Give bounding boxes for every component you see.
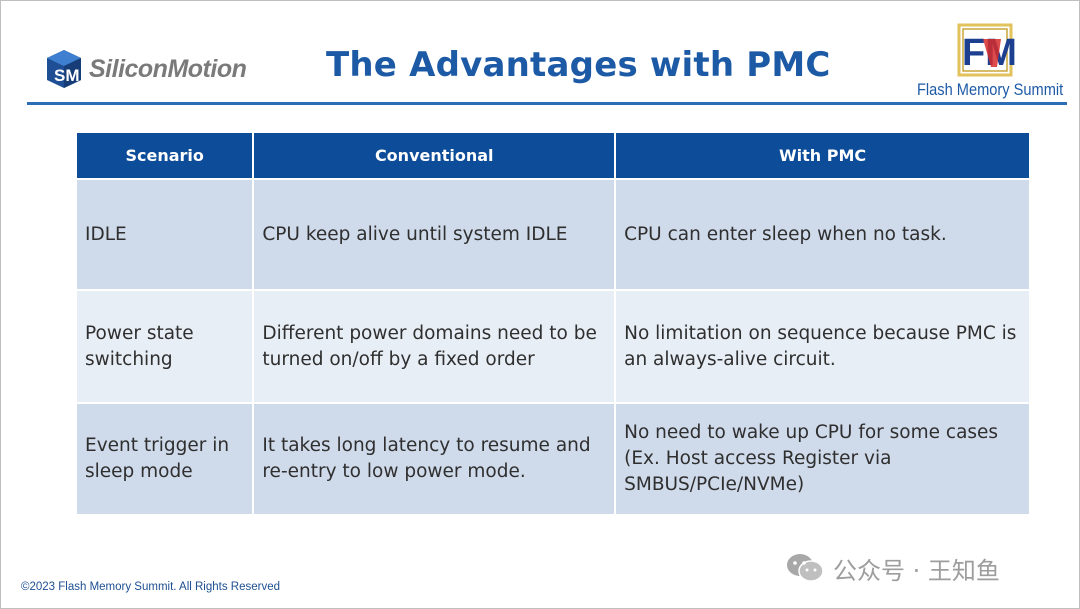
siliconmotion-logo: SM SiliconMotion <box>45 47 275 91</box>
watermark-text: 公众号 · 王知鱼 <box>833 556 1000 585</box>
cell-scenario: Event trigger in sleep mode <box>77 403 255 516</box>
cell-conventional: CPU keep alive until system IDLE <box>253 179 617 291</box>
cell-scenario: IDLE <box>77 179 255 291</box>
wechat-icon <box>787 554 824 582</box>
cell-with-pmc: No limitation on sequence because PMC is… <box>615 290 1029 404</box>
cell-conventional: Different power domains need to be turne… <box>253 290 617 404</box>
column-header-scenario: Scenario <box>77 133 255 180</box>
flash-memory-summit-logo: FM Flash Memory Summit <box>913 21 1069 103</box>
cell-scenario: Power state switching <box>77 290 255 404</box>
table-row: Event trigger in sleep mode It takes lon… <box>77 403 1029 516</box>
cell-with-pmc: No need to wake up CPU for some cases (E… <box>615 403 1029 516</box>
table-row: IDLE CPU keep alive until system IDLE CP… <box>77 179 1029 291</box>
comparison-table: Scenario Conventional With PMC IDLE CPU … <box>77 133 1029 516</box>
table-header-row: Scenario Conventional With PMC <box>77 133 1029 180</box>
cell-with-pmc: CPU can enter sleep when no task. <box>615 179 1029 291</box>
siliconmotion-logo-text: SiliconMotion <box>89 54 247 83</box>
table-row: Power state switching Different power do… <box>77 290 1029 404</box>
page-title: The Advantages with PMC <box>326 45 831 85</box>
column-header-with-pmc: With PMC <box>615 133 1029 180</box>
fms-logo-text: Flash Memory Summit <box>917 80 1064 99</box>
header-divider <box>27 102 1067 105</box>
copyright-footer: ©2023 Flash Memory Summit. All Rights Re… <box>21 581 281 593</box>
fms-emblem-icon: FM <box>957 23 1017 77</box>
column-header-conventional: Conventional <box>253 133 617 180</box>
cell-conventional: It takes long latency to resume and re-e… <box>253 403 617 516</box>
svg-text:SM: SM <box>54 66 80 85</box>
wechat-watermark: 公众号 · 王知鱼 <box>785 550 1000 586</box>
sm-cube-icon: SM <box>47 50 81 88</box>
